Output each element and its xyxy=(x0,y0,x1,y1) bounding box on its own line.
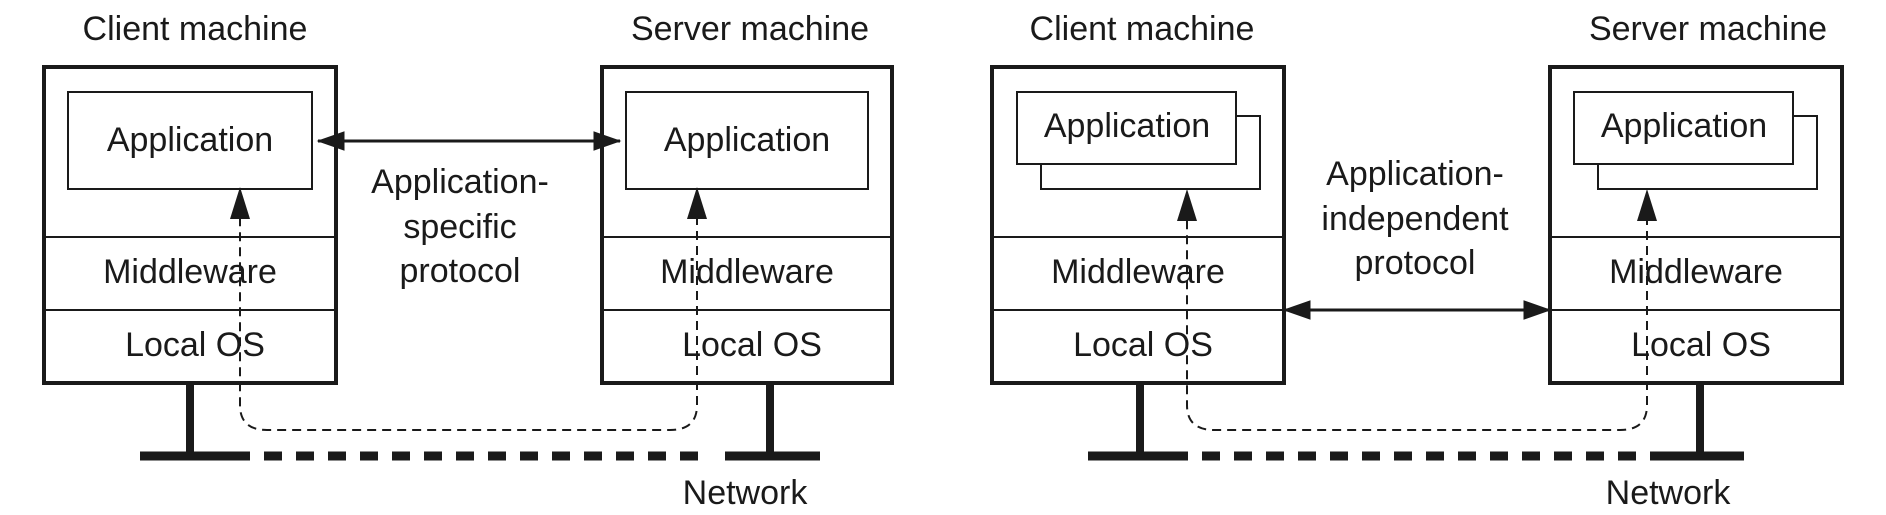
protocol-label-line-2: specific xyxy=(403,208,516,246)
application-box xyxy=(1016,91,1237,165)
client-machine: Application Middleware Local OS xyxy=(42,65,338,456)
local-os-label: Local OS xyxy=(1631,326,1771,364)
middleware-label: Middleware xyxy=(103,253,277,291)
application-label: Application xyxy=(107,121,273,159)
server-machine-title: Server machine xyxy=(1589,10,1827,48)
local-os-label: Local OS xyxy=(125,326,265,364)
application-box xyxy=(625,91,869,190)
local-os-label: Local OS xyxy=(1073,326,1213,364)
message-path xyxy=(239,216,698,431)
message-arrowhead xyxy=(1637,189,1657,221)
middleware-label: Middleware xyxy=(1609,253,1783,291)
server-machine-title: Server machine xyxy=(631,10,869,48)
middleware-label: Middleware xyxy=(1051,253,1225,291)
message-arrowhead xyxy=(687,187,707,219)
network-label: Network xyxy=(683,474,809,512)
message-path xyxy=(1186,216,1648,431)
server-machine: Application Middleware Local OS xyxy=(1548,65,1844,456)
local-os-label: Local OS xyxy=(682,326,822,364)
application-label: Application xyxy=(1044,107,1210,145)
right-diagram: Client machine Server machine Applicatio… xyxy=(990,10,1844,512)
protocol-label-line-2: independent xyxy=(1321,200,1509,238)
server-machine: Application Middleware Local OS xyxy=(600,65,894,456)
client-machine-title: Client machine xyxy=(1030,10,1255,48)
network-label: Network xyxy=(1606,474,1732,512)
left-diagram: Client machine Server machine Applicatio… xyxy=(42,10,894,512)
middleware-label: Middleware xyxy=(660,253,834,291)
message-arrowhead xyxy=(230,187,250,219)
protocol-label-line-1: Application- xyxy=(371,163,549,201)
application-box xyxy=(67,91,313,190)
protocol-label-line-1: Application- xyxy=(1326,155,1504,193)
server-machine-frame xyxy=(600,65,894,385)
protocol-label-line-3: protocol xyxy=(400,252,521,290)
message-arrowhead xyxy=(1177,189,1197,221)
application-label: Application xyxy=(1601,107,1767,145)
application-label: Application xyxy=(664,121,830,159)
application-box xyxy=(1573,91,1794,165)
client-machine-title: Client machine xyxy=(83,10,308,48)
protocol-label-line-3: protocol xyxy=(1355,244,1476,282)
client-machine: Application Middleware Local OS xyxy=(990,65,1286,456)
